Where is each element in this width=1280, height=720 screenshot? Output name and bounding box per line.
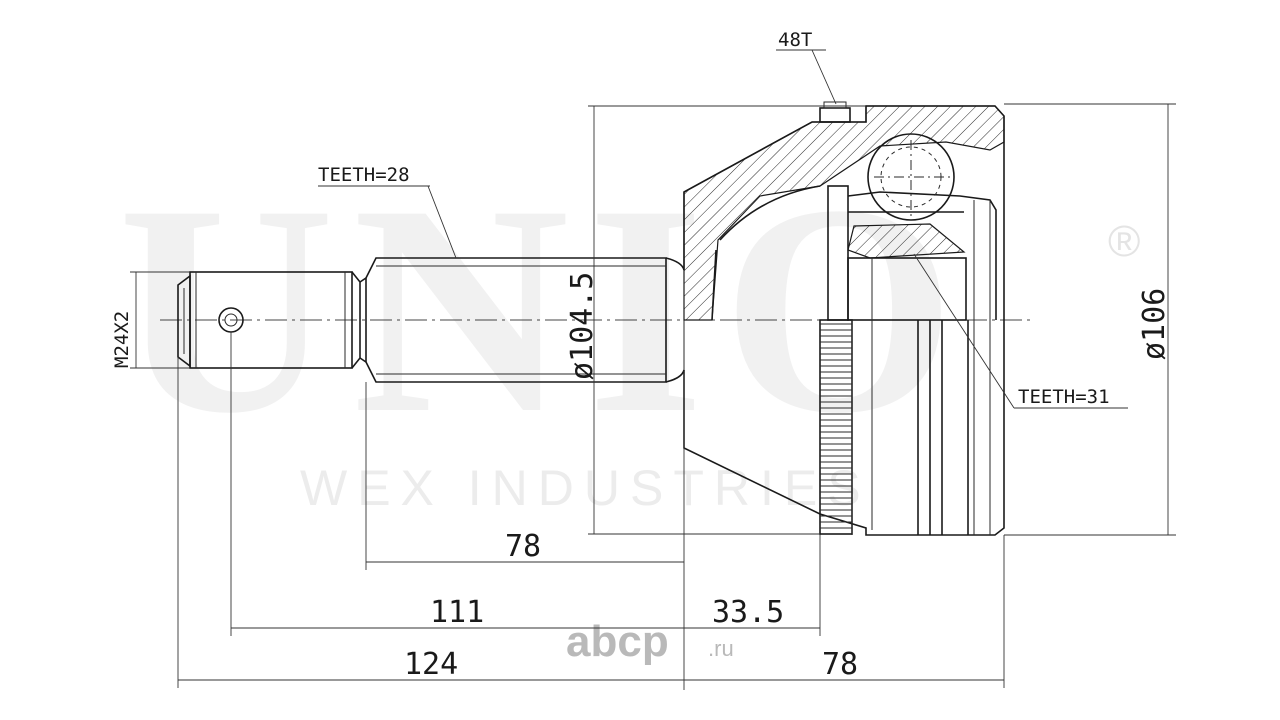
watermark-brand: UNIO [118, 143, 973, 475]
dimension-lines: ø104.5 ø106 78 111 33.5 124 78 [130, 103, 1176, 690]
watermark-subtitle: WEX INDUSTRIES [300, 460, 871, 516]
annotations: 48T TEETH=28 TEETH=31 M24X2 [111, 29, 1128, 409]
dim-33-5: 33.5 [712, 595, 784, 630]
label-teeth-28: TEETH=28 [318, 164, 410, 186]
dim-78-shaft: 78 [505, 529, 541, 564]
site-mark-suffix: .ru [708, 636, 734, 661]
dim-111: 111 [430, 595, 484, 630]
site-mark: abcp .ru [566, 617, 734, 666]
label-dia-106: ø106 [1137, 288, 1172, 360]
dim-78-housing: 78 [822, 647, 858, 682]
site-mark-name: abcp [566, 617, 669, 666]
label-48t: 48T [778, 29, 812, 51]
label-m24x2: M24X2 [111, 311, 133, 368]
label-teeth-31: TEETH=31 [1018, 386, 1110, 408]
inner-race [827, 185, 997, 535]
threaded-end [177, 271, 367, 369]
splines-48t [819, 107, 851, 123]
abs-ring [819, 319, 853, 535]
watermark-registered: ® [1108, 217, 1140, 266]
ball-bearing [867, 133, 955, 221]
label-dia-104-5: ø104.5 [565, 272, 600, 380]
dim-124: 124 [404, 647, 458, 682]
